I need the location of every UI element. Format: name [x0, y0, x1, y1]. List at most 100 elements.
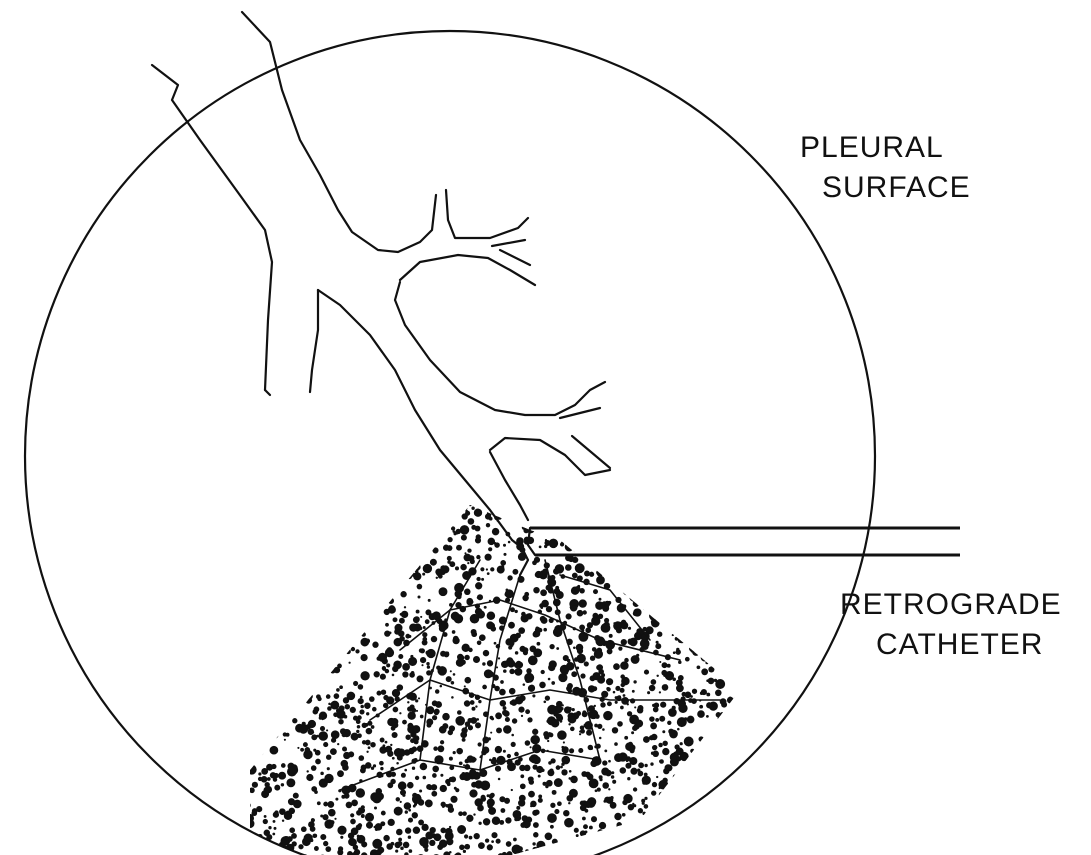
stipple-dot: [338, 631, 343, 636]
stipple-dot: [420, 657, 426, 663]
pleural-label-line1: PLEURAL: [800, 128, 971, 168]
stipple-dot: [728, 778, 735, 785]
stipple-dot: [350, 819, 356, 825]
stipple-dot: [391, 498, 394, 501]
stipple-dot: [568, 802, 570, 804]
stipple-dot: [739, 603, 748, 612]
stipple-dot: [695, 812, 699, 816]
stipple-dot: [573, 548, 577, 552]
stipple-dot: [646, 814, 649, 817]
stipple-dot: [254, 662, 260, 668]
stipple-dot: [644, 587, 648, 591]
stipple-dot: [476, 555, 480, 559]
stipple-dot: [696, 815, 703, 822]
stipple-dot: [751, 589, 759, 597]
stipple-dot: [634, 609, 641, 616]
stipple-dot: [411, 573, 415, 577]
stipple-dot: [371, 743, 375, 747]
stipple-dot: [709, 591, 713, 595]
stipple-dot: [676, 584, 679, 587]
stipple-dot: [659, 584, 667, 592]
stipple-dot: [373, 839, 382, 848]
stipple-dot: [466, 598, 473, 605]
stipple-dot: [251, 520, 256, 525]
stipple-dot: [747, 811, 750, 814]
stipple-dot: [431, 636, 437, 642]
stipple-dot: [337, 743, 339, 745]
stipple-dot: [753, 587, 759, 593]
stipple-dot: [431, 791, 437, 797]
stipple-dot: [491, 840, 494, 843]
stipple-dot: [298, 543, 300, 545]
stipple-dot: [249, 582, 253, 586]
stipple-dot: [243, 580, 248, 585]
stipple-dot: [705, 520, 713, 528]
stipple-dot: [429, 538, 435, 544]
stipple-dot: [750, 520, 754, 524]
stipple-dot: [427, 649, 435, 657]
stipple-dot: [238, 546, 244, 552]
stipple-dot: [486, 523, 490, 527]
stipple-dot: [258, 527, 263, 532]
stipple-dot: [366, 813, 374, 821]
stipple-dot: [608, 788, 610, 790]
stipple-dot: [665, 591, 667, 593]
stipple-dot: [475, 722, 481, 728]
stipple-dot: [698, 752, 701, 755]
stipple-dot: [308, 618, 312, 622]
stipple-dot: [327, 767, 330, 770]
stipple-dot: [289, 766, 298, 775]
stipple-dot: [616, 627, 622, 633]
stipple-dot: [482, 662, 485, 665]
stipple-dot: [567, 535, 571, 539]
stipple-dot: [242, 647, 246, 651]
stipple-dot: [265, 662, 270, 667]
stipple-dot: [320, 726, 325, 731]
stipple-dot: [569, 748, 574, 753]
stipple-dot: [659, 787, 661, 789]
stipple-dot: [659, 586, 664, 591]
stipple-dot: [683, 720, 686, 723]
stipple-dot: [298, 844, 303, 849]
stipple-dot: [324, 842, 328, 846]
stipple-dot: [680, 831, 684, 835]
stipple-dot: [393, 572, 398, 577]
stipple-dot: [420, 715, 424, 719]
stipple-dot: [268, 826, 271, 829]
stipple-dot: [304, 686, 309, 691]
stipple-dot: [366, 563, 371, 568]
stipple-dot: [711, 618, 714, 621]
stipple-dot: [452, 530, 455, 533]
stipple-dot: [747, 791, 754, 798]
stipple-dot: [487, 660, 493, 666]
stipple-dot: [673, 505, 677, 509]
stipple-dot: [601, 624, 610, 633]
stipple-dot: [344, 566, 348, 570]
stipple-dot: [718, 503, 726, 511]
stipple-dot: [607, 649, 612, 654]
stipple-dot: [368, 580, 373, 585]
stipple-dot: [242, 836, 245, 839]
stipple-dot: [556, 647, 559, 650]
stipple-dot: [418, 596, 421, 599]
stipple-dot: [252, 528, 258, 534]
stipple-dot: [279, 638, 282, 641]
stipple-dot: [562, 500, 570, 508]
stipple-dot: [319, 552, 325, 558]
stipple-dot: [338, 519, 343, 524]
stipple-dot: [482, 685, 487, 690]
stipple-dot: [498, 778, 501, 781]
stipple-dot: [710, 805, 719, 814]
stipple-dot: [579, 731, 581, 733]
stipple-dot: [413, 735, 419, 741]
stipple-dot: [245, 689, 247, 691]
stipple-dot: [665, 836, 671, 842]
stipple-dot: [530, 746, 532, 748]
stipple-dot: [366, 751, 368, 753]
stipple-dot: [697, 665, 701, 669]
stipple-dot: [418, 819, 424, 825]
stipple-dot: [640, 599, 646, 605]
stipple-dot: [528, 516, 532, 520]
stipple-dot: [642, 590, 645, 593]
stipple-dot: [668, 789, 671, 792]
